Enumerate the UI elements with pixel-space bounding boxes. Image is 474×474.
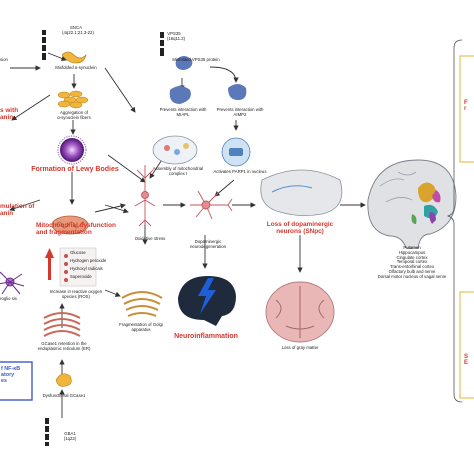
label-misfolded-asyn: Misfolded α-synuclein — [55, 65, 97, 70]
right-box-bottom — [459, 291, 474, 399]
lewy-body-icon — [57, 135, 87, 165]
brain-region-item: Putamen — [403, 245, 421, 250]
gene-snca-locus: (4q22.1;21.3-22) — [62, 30, 94, 35]
label-misfolded-vps35: Misfolded VPS35 protein — [172, 57, 220, 62]
arrow-mito-to-neuron — [94, 203, 126, 213]
gene-vps35-locus: (16q11.2) — [166, 36, 186, 41]
arrow-vps35-to-aimp2 — [209, 66, 239, 83]
ros-panel — [45, 247, 97, 287]
right-fragment-bottom: S E — [464, 354, 469, 367]
lightning-bolt-icon — [198, 278, 216, 314]
chromosome-snca — [42, 30, 46, 60]
miapl-protein-icon — [169, 86, 191, 104]
chromosome-vps35 — [160, 32, 164, 56]
aggregation-fibers-icon — [57, 90, 89, 109]
brain-coronal-icon — [265, 281, 335, 343]
endoplasmic-reticulum-icon — [43, 312, 81, 337]
left-top-fragment: sion — [0, 57, 8, 62]
right-box-top — [459, 55, 474, 163]
arrow-asyn-to-complex — [104, 67, 136, 113]
arrow-lewy-to-neuron — [107, 154, 146, 183]
headline-mitochondrial: Mitochondrial dysfunction and fragmentat… — [36, 222, 116, 236]
ros-h2o2: Hydrogen peroxide — [70, 258, 107, 263]
label-oxidative-stress: Oxidative stress — [134, 236, 166, 241]
arrow-left-edge — [11, 94, 51, 121]
right-fragment-top: F r — [464, 100, 468, 113]
brain-region-item: Olfactory bulb and nerve — [388, 269, 436, 275]
ros-hydroxyl: Hydroxyl radicals — [70, 266, 103, 271]
gcase1-protein-icon — [55, 373, 72, 387]
brain-region-item: Cingulate cortex — [396, 254, 428, 260]
label-aggregation: Aggregation of α-synuclein fibers — [57, 110, 91, 120]
ros-glucose: Glucose — [70, 250, 86, 255]
headline-left-a: s with anin — [0, 107, 19, 121]
label-dysfunctional-gcase: Dysfunctional GCase1 — [42, 393, 86, 398]
label-golgi: Fragmentation of Golgi apparatus — [119, 322, 163, 332]
gene-snca: SNCA — [70, 25, 82, 30]
arrow-ros-to-golgi — [104, 289, 121, 297]
arrow-snca-to-misfolded — [47, 52, 67, 61]
misfolded-asyn-icon — [61, 51, 87, 64]
gene-vps35: VPS35 — [167, 31, 181, 36]
left-box-text: f NF-κB atory es — [1, 366, 21, 384]
headline-neuroinflammation: Neuroinflammation — [174, 333, 238, 340]
headline-left-b: mulation of anin — [0, 203, 35, 217]
brain-region-item: Hippocampus — [398, 249, 426, 255]
brain-region-item: Trans-entorhinal cortex — [389, 264, 435, 270]
right-bracket — [446, 39, 463, 403]
gene-gba1: GBA1 — [64, 431, 76, 436]
ros-superoxide: Superoxide — [70, 274, 92, 279]
label-ros: Increase in reactive oxygen species (ROS… — [49, 289, 103, 299]
gene-gba1-locus: (1q22) — [63, 436, 77, 441]
arrow-left-edge-2 — [9, 199, 41, 212]
neuroinflammation-brain-icon — [178, 276, 236, 326]
label-aimp2: Prevents interaction with AIMP2 — [216, 107, 264, 117]
left-nfkb-box — [0, 361, 33, 401]
label-parp1: Activates PARP1 in nucleus — [213, 169, 267, 174]
vps35-protein-icon — [175, 56, 193, 70]
arrow-mito-to-oxidative — [104, 204, 129, 214]
neuron-oxidative-icon — [134, 165, 156, 227]
headline-lewy-bodies: Formation of Lewy Bodies — [31, 166, 119, 173]
parp1-nucleus-icon — [221, 137, 251, 167]
microglia-icon — [0, 271, 25, 295]
neuron-degeneration-icon — [190, 190, 233, 220]
headline-snpc: Loss of dopaminergic neurons (SNpc) — [266, 221, 334, 235]
golgi-icon — [121, 291, 163, 317]
label-dopa-degeneration: Dopaminergic neurodegeneration — [189, 239, 227, 249]
brain-sagittal-icon — [367, 159, 457, 249]
aimp2-protein-icon — [228, 84, 247, 100]
label-gcase-retention: GCase1 retention in the endoplasmic reti… — [37, 341, 91, 351]
label-miapl: Prevents interaction with MIAPL — [159, 107, 207, 117]
label-microgliosis: roglio sis — [0, 296, 17, 301]
label-gray-matter: Loss of gray matter — [281, 345, 319, 350]
brain-region-item: Dorsal motor nucleus of vagal nerve — [377, 273, 447, 279]
label-complex1: Assembly of mitochondrial complex I — [152, 166, 204, 176]
chromosome-gba1 — [45, 418, 49, 446]
complex1-cell-icon — [152, 135, 198, 165]
brain-region-item: Temporal cortex — [396, 259, 428, 265]
midbrain-snpc-icon — [260, 169, 343, 216]
mitochondrion-icon — [51, 215, 89, 235]
